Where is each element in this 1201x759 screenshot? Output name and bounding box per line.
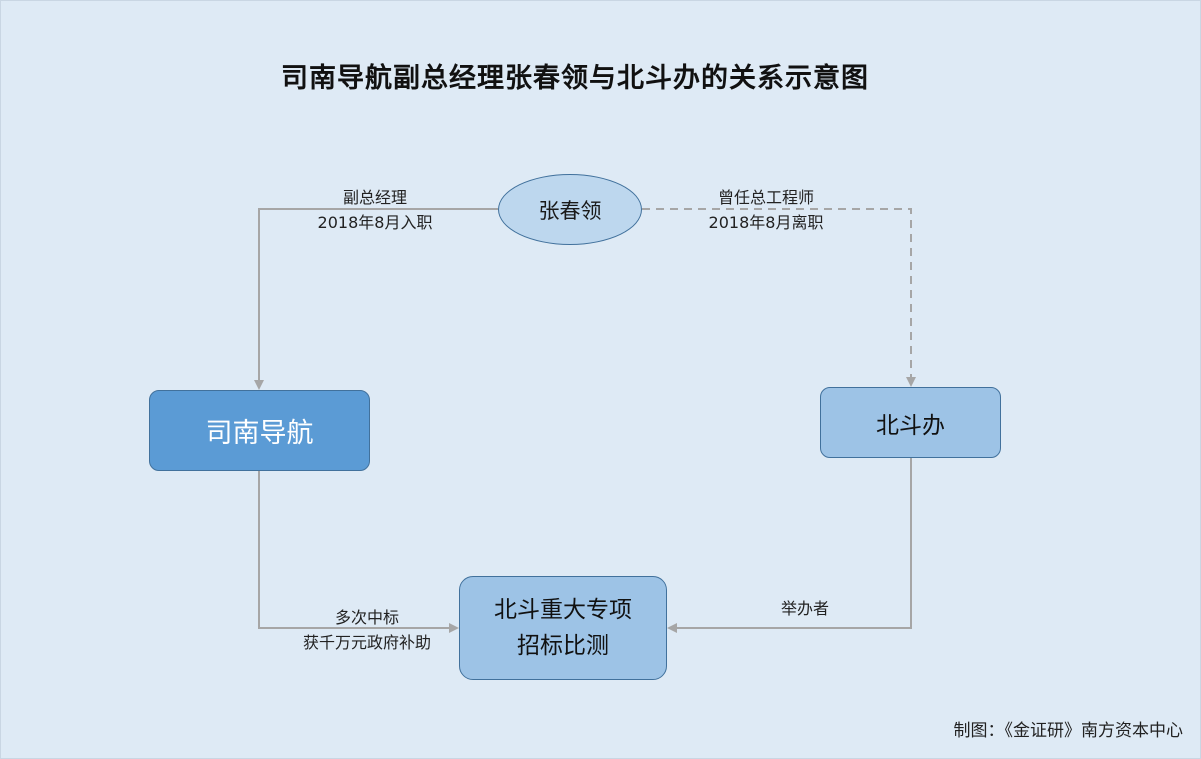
node-office-label: 北斗办 [876,412,945,439]
edge-company-to-project [258,471,459,633]
node-office: 北斗办 [820,387,1001,458]
node-project-label-line2: 招标比测 [517,633,609,659]
edge-label-office-project: 举办者 [760,596,850,621]
edge-label-line1: 曾任总工程师 [717,188,814,207]
edge-label-line1: 多次中标 [334,608,399,627]
credit-text: 制图：《金证研》南方资本中心 [953,721,1184,741]
edge-person-to-office [642,208,916,387]
edge-label-line2: 2018年8月入职 [317,213,433,232]
node-person-label: 张春领 [538,198,602,223]
node-company-label: 司南导航 [205,418,314,449]
node-company: 司南导航 [149,390,370,471]
node-project: 北斗重大专项 招标比测 [459,576,667,680]
edge-label-company-project: 多次中标 获千万元政府补助 [272,605,462,655]
diagram-title: 司南导航副总经理张春领与北斗办的关系示意图 [281,63,869,94]
edge-label-line1: 副总经理 [342,188,407,207]
edge-label-person-company: 副总经理 2018年8月入职 [295,185,455,235]
edge-office-to-project [667,458,912,633]
node-person: 张春领 [498,174,642,245]
edge-label-line2: 获千万元政府补助 [302,633,431,652]
node-project-label-line1: 北斗重大专项 [494,597,632,623]
edge-label-person-office: 曾任总工程师 2018年8月离职 [686,185,846,235]
edge-label-line1: 举办者 [780,599,829,618]
edge-person-to-company [254,208,498,390]
edge-label-line2: 2018年8月离职 [708,213,824,232]
